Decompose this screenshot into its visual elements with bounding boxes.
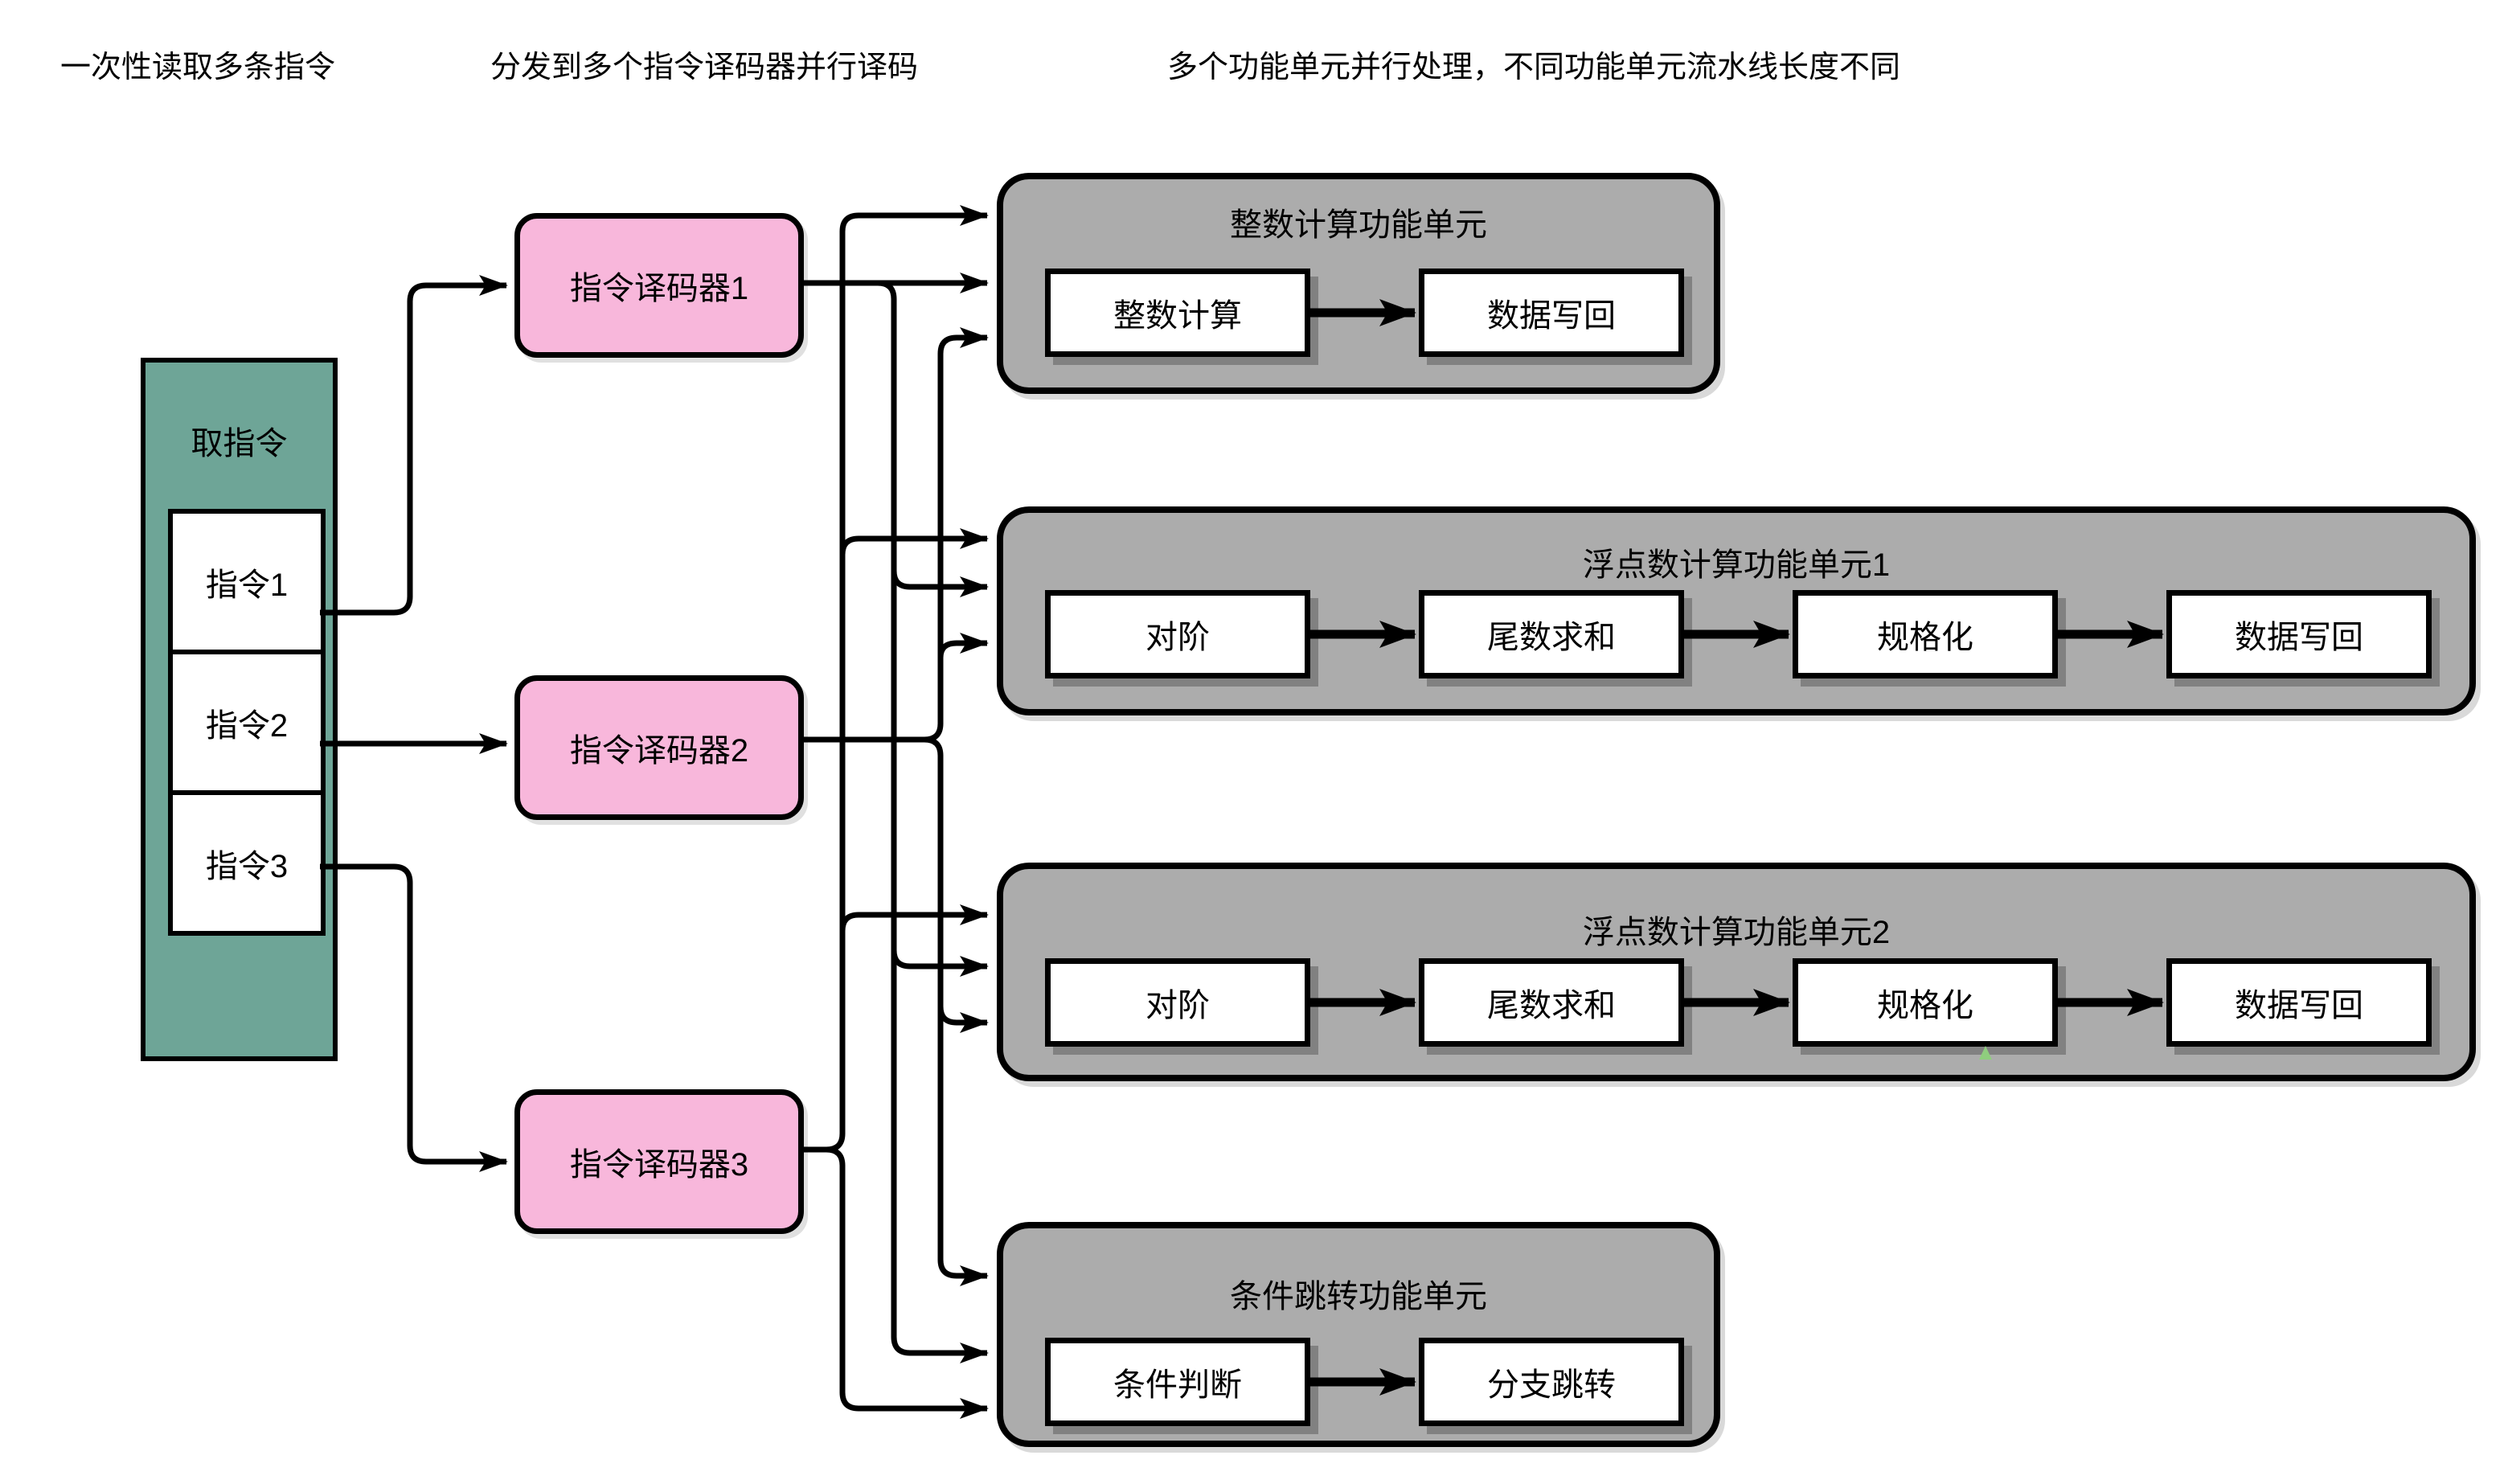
functional-unit-float-1: 浮点数计算功能单元1 对阶 尾数求和 规格化 数据写回	[997, 506, 2476, 715]
unit-branch-stage-jump: 分支跳转	[1419, 1338, 1684, 1426]
conn-decoder1-unit2	[891, 570, 989, 597]
conn-decoder3-unit3	[839, 904, 989, 932]
conn-instr3-decoder3	[320, 863, 508, 1172]
unit-float-1-title: 浮点数计算功能单元1	[1582, 547, 1891, 583]
decoder-1: 指令译码器1	[514, 213, 804, 358]
conn-decoder1-unit4	[877, 280, 989, 1363]
unit-float-2-stage-mantissa: 尾数求和	[1419, 958, 1684, 1047]
conn-decoder3-unit2	[839, 528, 989, 555]
conn-decoder3-unit4	[826, 1146, 989, 1419]
decoder-2: 指令译码器2	[514, 675, 804, 820]
functional-unit-float-2: 浮点数计算功能单元2 对阶 尾数求和 规格化 数据写回	[997, 863, 2476, 1081]
instruction-2-box: 指令2	[168, 650, 326, 795]
unit-integer-stage-compute: 整数计算	[1045, 269, 1310, 357]
fetch-unit-box: 取指令 指令1 指令2 指令3	[141, 358, 338, 1061]
conn-decoder2-unit2	[937, 633, 989, 658]
conn-decoder1-unit3	[891, 949, 989, 977]
instruction-3-box: 指令3	[168, 790, 326, 936]
unit-float-2-stage-normalize: 规格化	[1793, 958, 2058, 1047]
decoder-3: 指令译码器3	[514, 1089, 804, 1234]
unit-integer-stage-writeback: 数据写回	[1419, 269, 1684, 357]
unit-float-1-stage-mantissa: 尾数求和	[1419, 590, 1684, 678]
unit-float-2-stage-writeback: 数据写回	[2166, 958, 2432, 1047]
unit-float-1-stage-writeback: 数据写回	[2166, 590, 2432, 678]
annotation-dispatch: 分发到多个指令译码器并行译码	[490, 51, 919, 84]
annotation-fetch: 一次性读取多条指令	[60, 51, 336, 84]
unit-branch-title: 条件跳转功能单元	[1230, 1279, 1487, 1314]
conn-decoder2-unit1	[804, 327, 989, 743]
conn-decoder2-unit4	[924, 736, 989, 1286]
functional-unit-branch: 条件跳转功能单元 条件判断 分支跳转	[997, 1222, 1720, 1447]
annotation-parallel-units: 多个功能单元并行处理，不同功能单元流水线长度不同	[1167, 51, 1901, 84]
conn-decoder3-unit1	[804, 205, 989, 1153]
conn-instr1-decoder1	[320, 275, 508, 616]
unit-float-2-title: 浮点数计算功能单元2	[1582, 915, 1891, 950]
unit-integer-title: 整数计算功能单元	[1230, 207, 1487, 243]
functional-unit-integer: 整数计算功能单元 整数计算 数据写回	[997, 173, 1720, 394]
unit-float-2-stage-align: 对阶	[1045, 958, 1310, 1047]
fetch-unit-title: 取指令	[191, 426, 288, 461]
conn-decoder2-unit3	[937, 1006, 989, 1033]
unit-branch-stage-condition: 条件判断	[1045, 1338, 1310, 1426]
unit-float-1-stage-normalize: 规格化	[1793, 590, 2058, 678]
unit-float-1-stage-align: 对阶	[1045, 590, 1310, 678]
instruction-1-box: 指令1	[168, 509, 326, 654]
